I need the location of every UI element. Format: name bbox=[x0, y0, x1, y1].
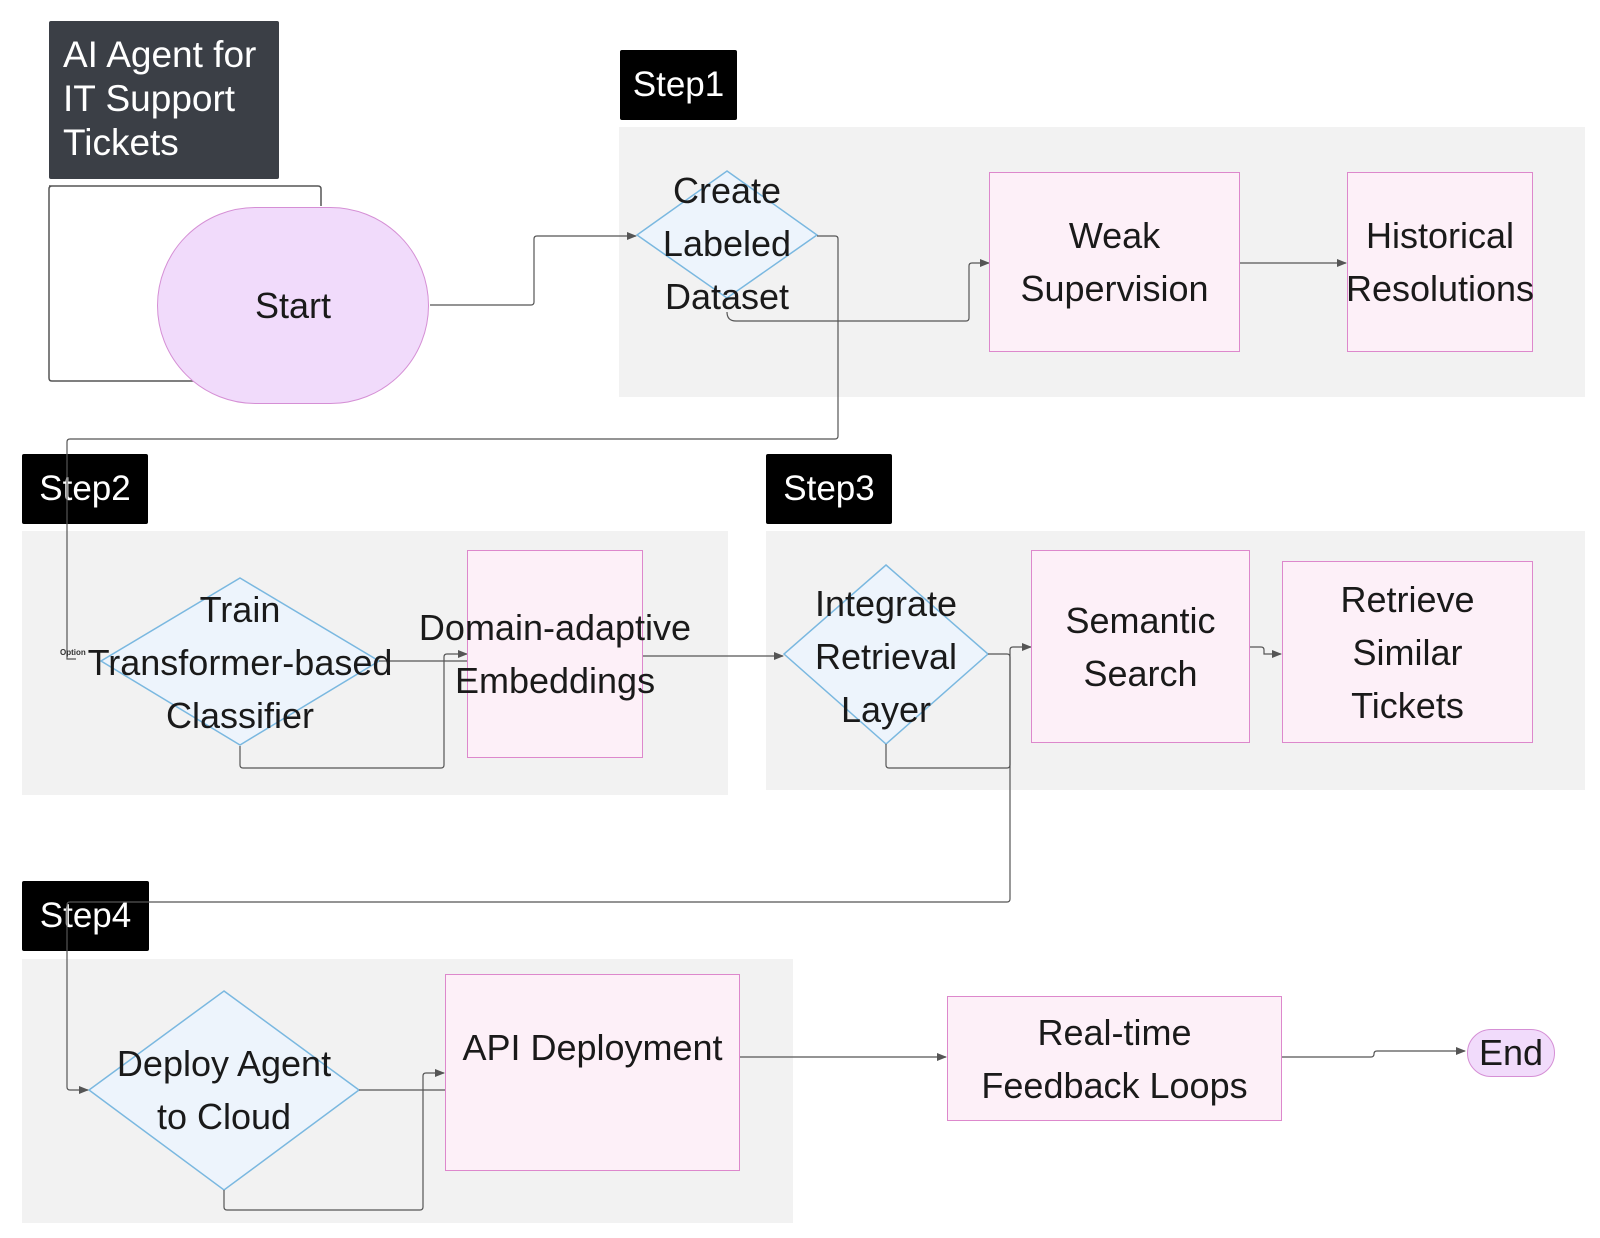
semantic-search-node: Semantic Search bbox=[1031, 550, 1250, 743]
edge-integrate-to-semantic bbox=[885, 643, 1032, 769]
domain-embeddings-line-2: Embeddings bbox=[454, 660, 656, 701]
api-deployment-line-1: API Deployment bbox=[462, 1027, 723, 1068]
step4-label: Step4 bbox=[22, 881, 149, 951]
edge-create-to-train bbox=[66, 235, 839, 660]
historical-resolutions-node: Historical Resolutions bbox=[1345, 172, 1535, 352]
retrieve-similar-line-3: Tickets bbox=[1351, 684, 1464, 726]
feedback-loops-node: Real-time Feedback Loops bbox=[947, 996, 1282, 1121]
step3-label: Step3 bbox=[766, 454, 892, 524]
edge-integrate-to-deploy bbox=[66, 653, 1011, 1094]
title-line-3: Tickets bbox=[63, 122, 179, 163]
edge-start-to-create bbox=[430, 232, 637, 306]
edge-label-option: Option bbox=[60, 648, 86, 657]
domain-embeddings-node: Domain-adaptive Embeddings bbox=[419, 550, 691, 758]
create-dataset-line-1: Create bbox=[672, 170, 782, 211]
step1-label: Step1 bbox=[620, 50, 737, 120]
integrate-retrieval-decision: Integrate Retrieval Layer bbox=[786, 576, 986, 736]
create-dataset-decision-shape bbox=[635, 170, 819, 299]
deploy-agent-line-2: to Cloud bbox=[156, 1096, 292, 1137]
train-classifier-line-2: Transformer-based bbox=[87, 641, 393, 683]
weak-supervision-line-2: Supervision bbox=[1020, 268, 1209, 309]
create-dataset-decision: Create Labeled Dataset bbox=[627, 166, 827, 321]
edge-create-to-weak bbox=[726, 259, 990, 322]
retrieve-similar-line-1: Retrieve bbox=[1340, 578, 1475, 620]
start-frame-outline bbox=[48, 185, 322, 382]
integrate-retrieval-line-3: Layer bbox=[840, 688, 932, 730]
step2-label: Step2 bbox=[22, 454, 148, 524]
historical-resolutions-line-2: Resolutions bbox=[1345, 268, 1535, 309]
deploy-agent-line-1: Deploy Agent bbox=[116, 1043, 332, 1084]
train-classifier-decision: Train Transformer-based Classifier bbox=[70, 582, 410, 742]
diagram-title: AI Agent for IT Support Tickets bbox=[49, 21, 279, 179]
train-classifier-line-1: Train bbox=[199, 588, 281, 630]
title-line-1: AI Agent for bbox=[63, 34, 257, 75]
retrieve-similar-line-2: Similar bbox=[1352, 631, 1463, 673]
integrate-retrieval-line-2: Retrieval bbox=[814, 635, 958, 677]
domain-embeddings-line-1: Domain-adaptive bbox=[418, 607, 692, 648]
edge-semantic-to-retrieve bbox=[1250, 646, 1282, 658]
semantic-search-line-1: Semantic bbox=[1065, 599, 1216, 641]
end-node: End bbox=[1467, 1029, 1555, 1077]
create-dataset-line-2: Labeled bbox=[662, 223, 792, 264]
semantic-search-line-2: Search bbox=[1083, 652, 1198, 694]
edge-deploy-to-api bbox=[223, 1069, 445, 1211]
feedback-loops-line-2: Feedback Loops bbox=[981, 1064, 1248, 1106]
retrieve-similar-node: Retrieve Similar Tickets bbox=[1282, 561, 1533, 743]
edge-feedback-to-end bbox=[1282, 1047, 1466, 1058]
api-deployment-node: API Deployment bbox=[445, 974, 740, 1171]
edge-train-to-embeddings bbox=[239, 650, 468, 769]
train-classifier-line-3: Classifier bbox=[165, 694, 315, 736]
title-line-2: IT Support bbox=[63, 78, 236, 119]
weak-supervision-line-1: Weak bbox=[1068, 215, 1161, 256]
deploy-agent-decision: Deploy Agent to Cloud bbox=[94, 1035, 354, 1145]
historical-resolutions-line-1: Historical bbox=[1365, 215, 1515, 256]
weak-supervision-node: Weak Supervision bbox=[989, 172, 1240, 352]
feedback-loops-line-1: Real-time bbox=[1037, 1011, 1192, 1053]
train-classifier-decision-shape bbox=[99, 577, 381, 746]
integrate-retrieval-line-1: Integrate bbox=[814, 582, 958, 624]
start-node: Start bbox=[157, 207, 429, 404]
create-dataset-line-3: Dataset bbox=[664, 276, 790, 317]
